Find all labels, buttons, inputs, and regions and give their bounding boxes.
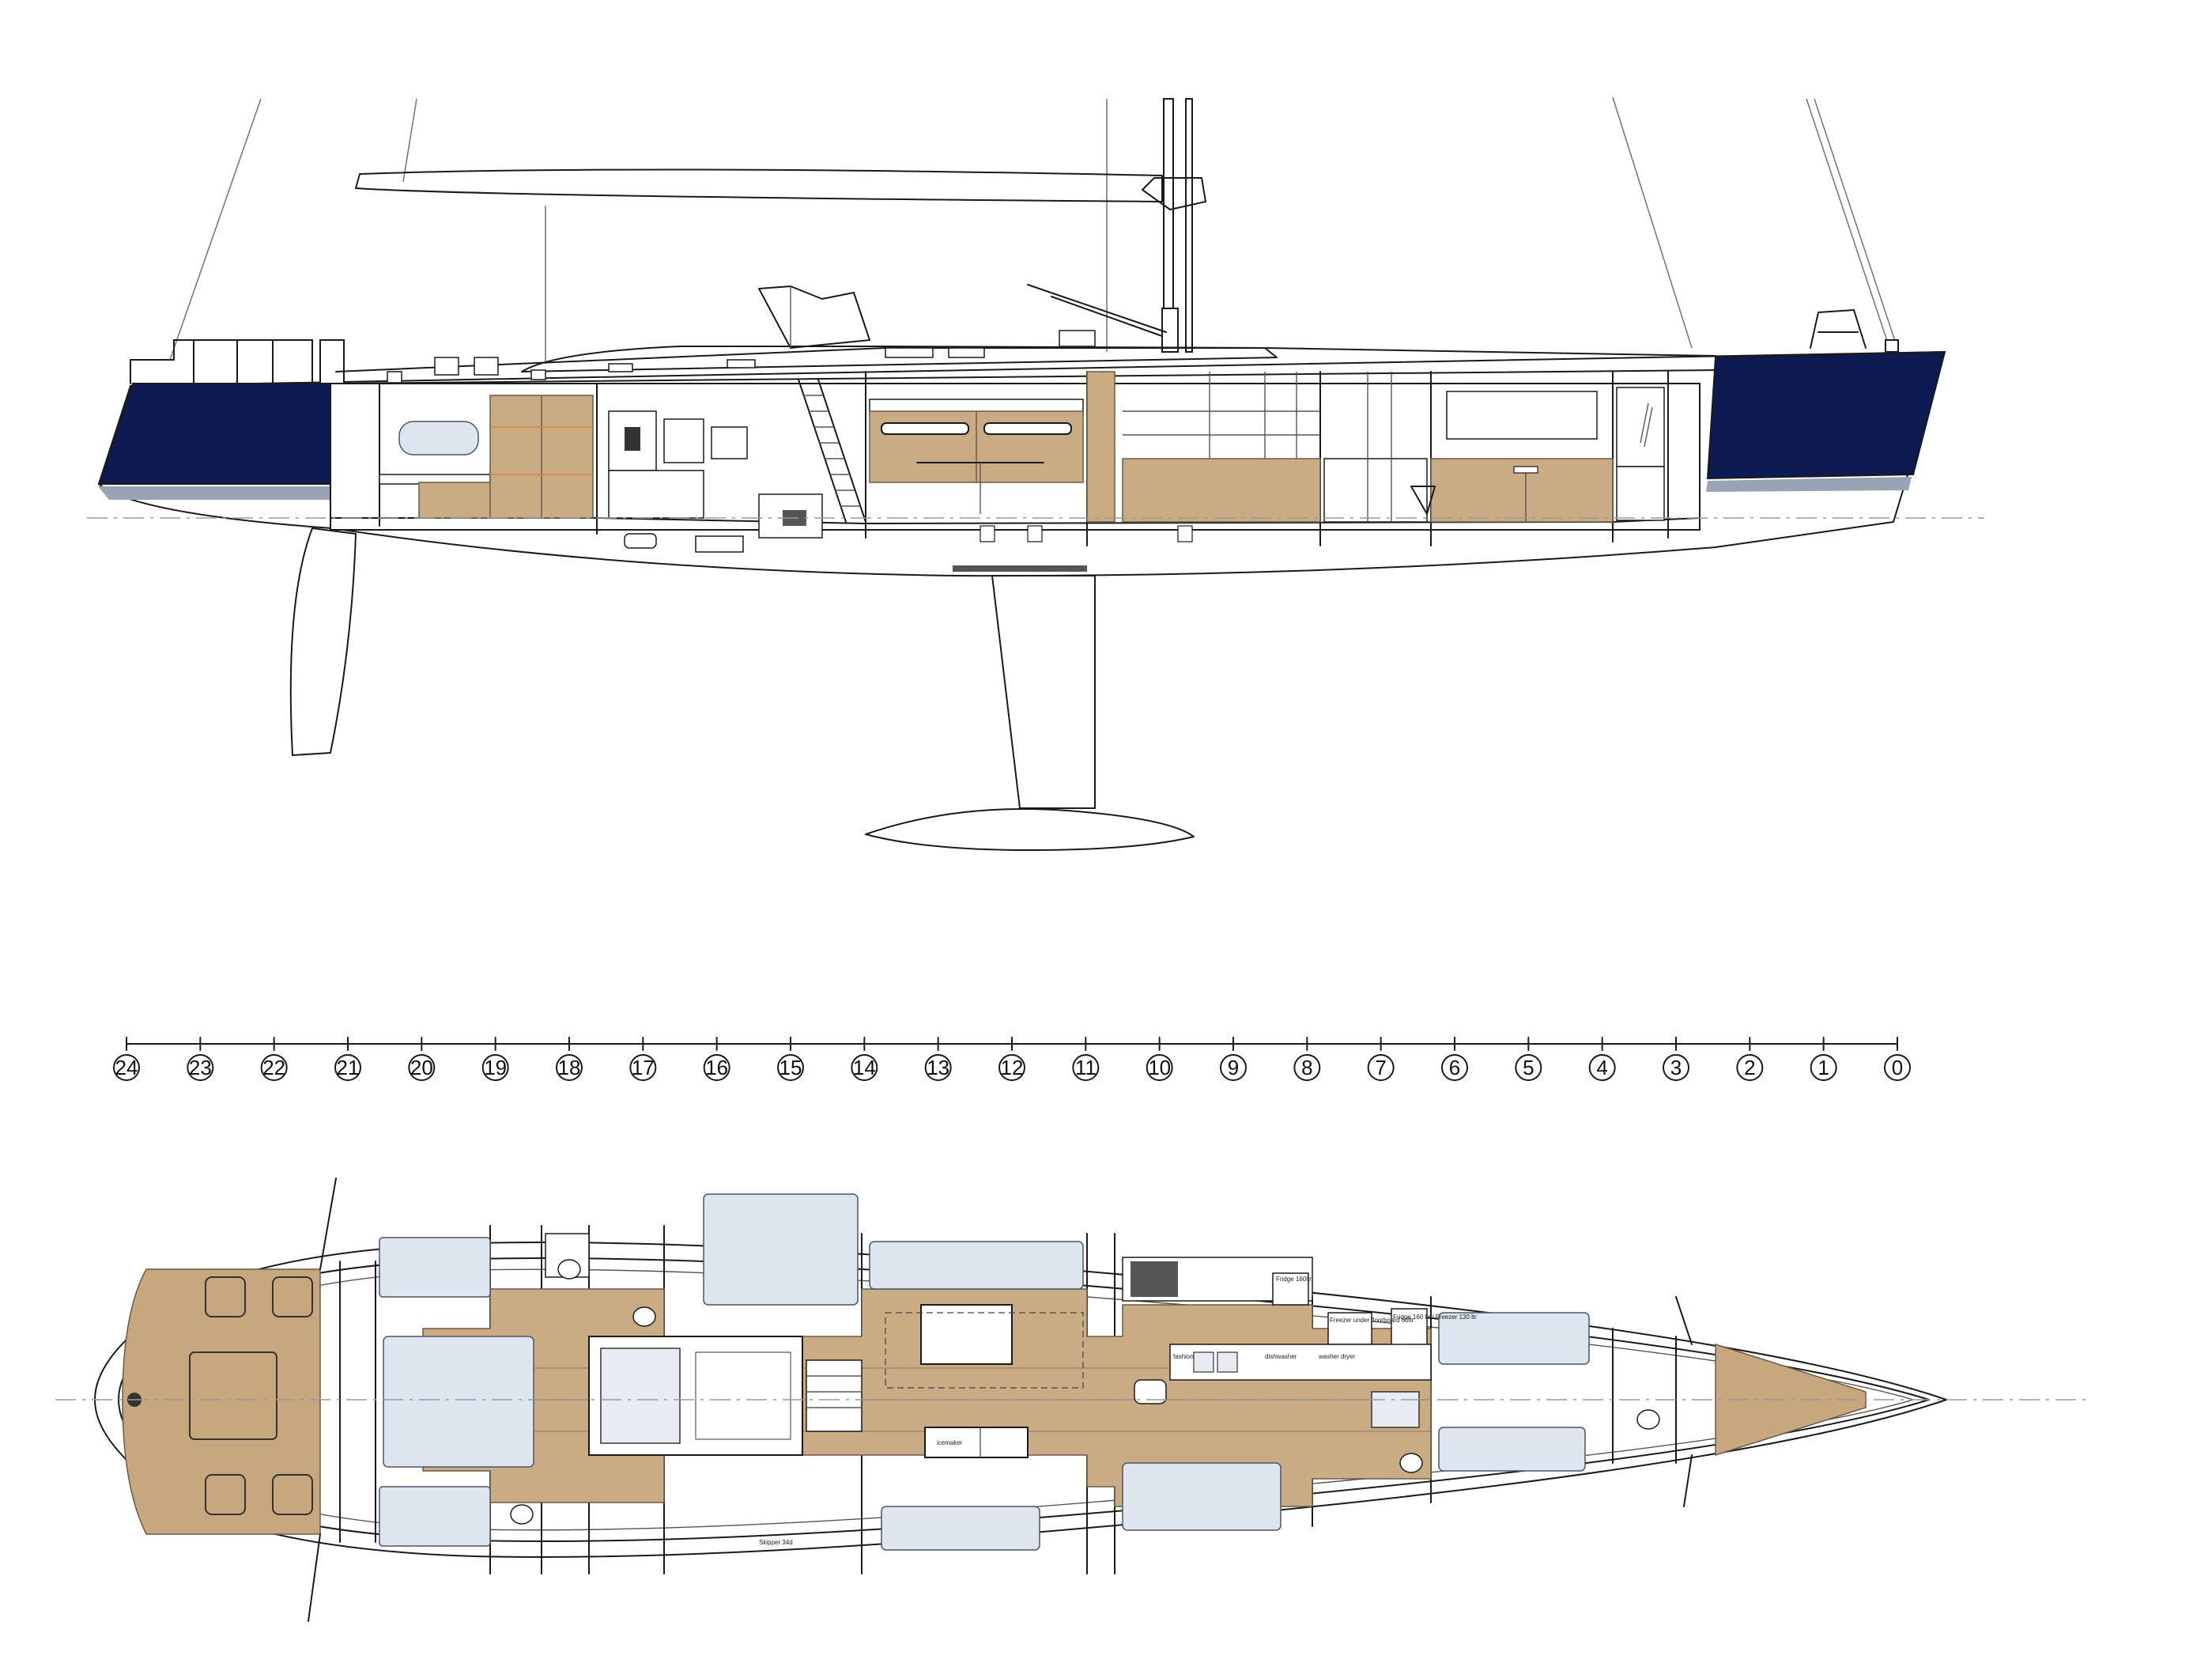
scale-marker-circle (1367, 1054, 1395, 1081)
scale-label: 3 (1670, 1056, 1682, 1079)
scale-marker-circle (703, 1054, 730, 1081)
scale-marker-circle (924, 1054, 952, 1081)
scale-label: 4 (1596, 1056, 1607, 1079)
scale-marker-circle (998, 1054, 1025, 1081)
bow-pulpit (1810, 309, 1899, 353)
scale-marker-circle (481, 1054, 509, 1081)
scale-label: 5 (1523, 1056, 1534, 1079)
scale-marker-circle (260, 1054, 288, 1081)
scale-marker-circle (1663, 1054, 1689, 1081)
scale-label: 18 (558, 1056, 581, 1079)
scale-marker-circle (1146, 1054, 1173, 1081)
hull-navy-bow (1706, 350, 1946, 480)
scale-label: 8 (1301, 1056, 1312, 1079)
scale-label: 22 (262, 1056, 285, 1079)
aft-pushpit (130, 339, 345, 384)
boom-vang (1027, 284, 1167, 333)
scale-label: 10 (1148, 1056, 1171, 1079)
scale-label: 11 (1075, 1056, 1097, 1079)
aft-deck-teak (122, 1268, 321, 1535)
scale-label: 19 (484, 1056, 507, 1079)
scale-marker-circle (1515, 1054, 1542, 1081)
scale-marker-circle (1072, 1054, 1100, 1081)
plan-view: Fridge 160ltr Freezer under floorboard 6… (55, 1177, 2087, 1622)
scale-marker-circle (851, 1054, 878, 1081)
label-freezer-bin: Freezer under floorboard 60ltr (1330, 1317, 1414, 1324)
rigging (169, 96, 1898, 364)
scale-marker-circle (1441, 1054, 1468, 1081)
label-fashion: fashion (1173, 1353, 1194, 1360)
scale-label: 20 (410, 1056, 433, 1079)
deck-sheer (335, 347, 1716, 372)
scale-label: 1 (1818, 1056, 1829, 1079)
scale-label: 24 (115, 1056, 138, 1079)
side-profile (87, 96, 1984, 851)
scale-label: 15 (779, 1056, 802, 1079)
hull-outline (98, 351, 1946, 577)
scale-marker-circle (187, 1054, 214, 1081)
interior-section (330, 371, 1701, 572)
berths (379, 1193, 1590, 1551)
aft-deck-hatches (189, 1276, 313, 1515)
label-fridge-160: Fridge 160ltr (1276, 1276, 1312, 1283)
scale-marker-circle (1293, 1054, 1321, 1081)
keel-bulb (865, 808, 1195, 851)
scale-label: 6 (1449, 1056, 1460, 1079)
foredeck-teak (1715, 1343, 1867, 1457)
label-icemaker: icemaker (937, 1439, 963, 1446)
galley (1122, 1257, 1432, 1404)
rudder (289, 527, 357, 756)
scale-marker-circle (629, 1054, 657, 1081)
scale-marker-circle (1588, 1054, 1616, 1081)
scale-label: 7 (1375, 1056, 1386, 1079)
icemaker-unit (924, 1427, 1029, 1458)
keel-fin (991, 575, 1096, 809)
scale-marker-circle (113, 1054, 140, 1081)
scale-label: 21 (337, 1056, 360, 1079)
scale-label: 0 (1892, 1056, 1903, 1079)
scale-label: 16 (705, 1056, 728, 1079)
hull-navy-aft (97, 383, 337, 485)
mast (1142, 98, 1206, 353)
scale-marker-circle (777, 1054, 804, 1081)
label-dishwasher: dishwasher (1265, 1353, 1297, 1360)
scale-label: 2 (1744, 1056, 1755, 1079)
boot-stripe-bow (1706, 477, 1912, 492)
scale-label: 14 (853, 1056, 876, 1079)
windscreen (758, 285, 870, 349)
boom (355, 168, 1163, 202)
scale-label: 23 (189, 1056, 212, 1079)
label-skipper: Skipper 34d (759, 1539, 793, 1546)
heads (510, 1233, 1660, 1525)
scale-label: 9 (1228, 1056, 1239, 1079)
saloon-table (920, 1304, 1013, 1365)
scale-marker-circle (1736, 1054, 1764, 1081)
scale-marker-circle (1220, 1054, 1247, 1081)
scale-marker-circle (1884, 1054, 1911, 1081)
scale-label: 17 (632, 1056, 655, 1079)
scale-label: 12 (1001, 1056, 1024, 1079)
label-washer-dryer: washer dryer (1318, 1353, 1356, 1360)
scale-label: 13 (927, 1056, 949, 1079)
label-fridge-freezer: Fridge 160 ltr / Freezer 130 ltr (1393, 1314, 1477, 1321)
scale-marker-circle (1810, 1054, 1837, 1081)
coachroof (521, 346, 1278, 372)
scale-marker-circle (556, 1054, 583, 1081)
scale-marker-circle (334, 1054, 361, 1081)
boot-stripe-aft (98, 486, 336, 500)
scale-marker-circle (408, 1054, 436, 1081)
